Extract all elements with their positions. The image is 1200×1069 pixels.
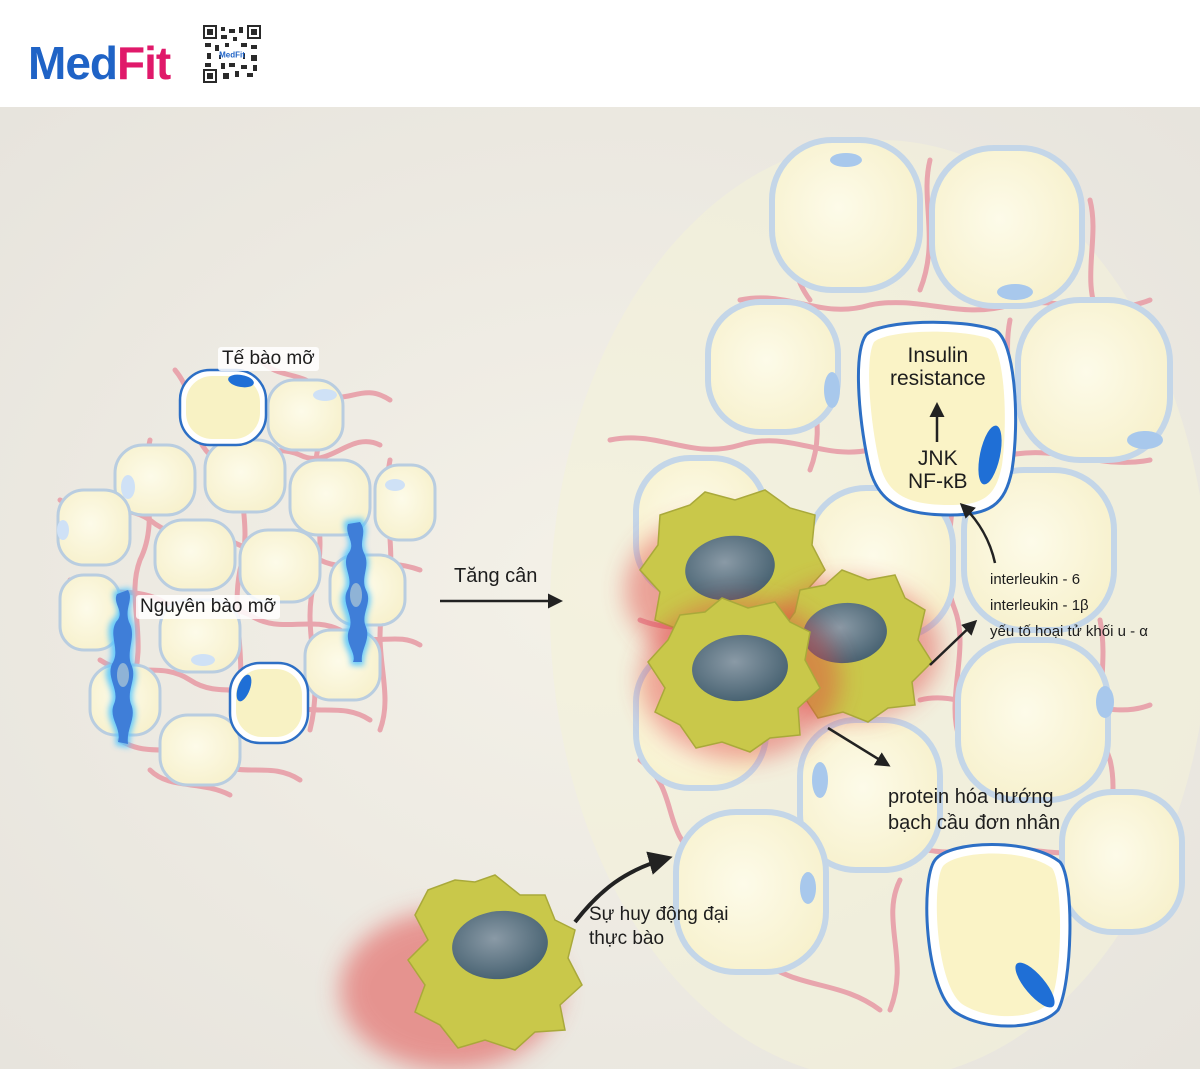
label-signaling: JNK NF-κB — [908, 447, 968, 493]
medfit-logo: MedFit — [28, 37, 171, 89]
arrow-recruitment — [573, 851, 673, 924]
pathway-arrows — [573, 402, 997, 924]
preadipocyte-left — [105, 588, 137, 748]
logo-text-fit: Fit — [117, 37, 171, 89]
label-recruit-line2: thực bào — [589, 928, 665, 949]
fat-cell-highlight-2 — [228, 661, 310, 745]
label-il1b: interleukin - 1β — [990, 597, 1089, 614]
logo-text-med: Med — [28, 37, 118, 89]
label-insulin-resistance: Insulin resistance — [890, 344, 986, 390]
left-cell-nuclei-faint — [57, 389, 405, 666]
label-insulin-line2: resistance — [890, 367, 986, 390]
label-weight-gain: Tăng cân — [454, 565, 538, 587]
qr-logo-text: MedFit — [219, 50, 245, 59]
label-mcp: protein hóa hướng bạch cầu đơn nhân — [888, 784, 1060, 836]
label-mcp-line1: protein hóa hướng — [888, 786, 1054, 808]
label-tnf: yếu tố hoại tử khối u - α — [990, 623, 1148, 640]
preadipocyte-right — [341, 518, 371, 666]
left-tissue-cluster — [56, 357, 437, 798]
label-jnk: JNK — [917, 447, 958, 470]
insulin-resistant-fat-cell — [857, 320, 1018, 517]
label-preadipocyte: Nguyên bào mỡ — [136, 595, 281, 619]
right-fat-cells — [633, 137, 1185, 975]
qr-code-icon: MedFit — [203, 25, 261, 83]
arrow-cytokines-to-jnk — [959, 502, 997, 564]
label-insulin-line1: Insulin — [907, 344, 969, 367]
macrophage-recruited — [340, 874, 583, 1069]
arrow-macrophage-to-cytokines — [929, 619, 978, 666]
diagram-canvas — [0, 107, 1200, 1069]
macrophage-middle-left — [640, 597, 840, 760]
label-fat-cell: Tế bào mỡ — [218, 347, 319, 371]
fat-cell-highlight-3 — [925, 843, 1072, 1028]
label-nfkb: NF-κB — [908, 470, 968, 493]
label-il6: interleukin - 6 — [990, 571, 1081, 588]
label-recruit-line1: Sự huy động đại — [589, 904, 729, 925]
fat-cell-highlight — [178, 368, 268, 447]
label-macrophage-recruitment: Sự huy động đại thực bào — [589, 903, 729, 951]
right-cell-nuclei-faint — [800, 153, 1163, 904]
label-mcp-line2: bạch cầu đơn nhân — [888, 812, 1061, 834]
header: MedFit MedFit — [0, 0, 1200, 107]
left-fat-cells — [56, 378, 437, 787]
label-cytokines: interleukin - 6 interleukin - 1β yếu tố … — [990, 567, 1148, 645]
arrow-macrophage-to-mcp — [827, 726, 891, 767]
right-tissue-cluster — [340, 137, 1185, 1069]
